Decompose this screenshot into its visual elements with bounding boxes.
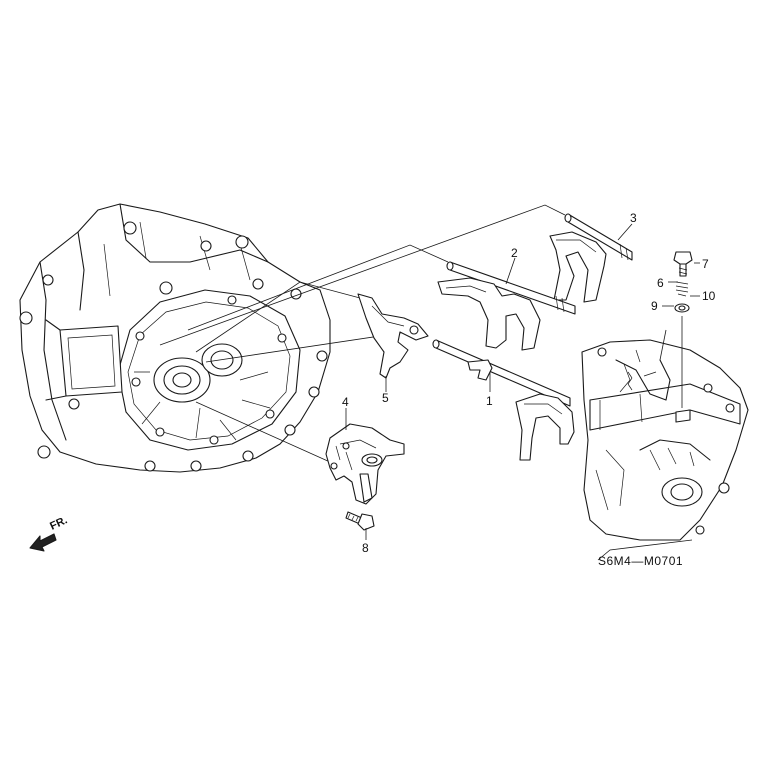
shift-fork-shaft-2: [437, 261, 576, 351]
callout-leaders: [345, 223, 700, 540]
shift-fork-shaft-1: [432, 339, 575, 461]
callout-4: 4: [342, 395, 349, 409]
callout-5: 5: [382, 391, 389, 405]
callout-3: 3: [630, 211, 637, 225]
detent-parts-6-7-9-10: [673, 251, 693, 313]
bolt-8: [345, 511, 375, 531]
callout-1: 1: [486, 394, 493, 408]
shift-fork-shaft-3: [549, 213, 633, 303]
callout-2: 2: [511, 246, 518, 260]
callout-9: 9: [651, 299, 658, 313]
shift-lever-holder-4: [325, 423, 405, 505]
front-marker-label: FR.: [48, 514, 69, 532]
transmission-housing: [19, 203, 331, 473]
diagram-code: S6M4—M0701: [598, 554, 683, 568]
callout-6: 6: [657, 276, 664, 290]
callout-labels: 1 2 3 4 5 6 7 8 9 10: [342, 211, 716, 555]
shift-piece-5: [357, 293, 429, 379]
callout-7: 7: [702, 257, 709, 271]
front-direction-arrow: FR.: [29, 514, 69, 552]
inset-assembled-housing: [581, 316, 749, 561]
callout-10: 10: [702, 289, 716, 303]
callout-8: 8: [362, 541, 369, 555]
